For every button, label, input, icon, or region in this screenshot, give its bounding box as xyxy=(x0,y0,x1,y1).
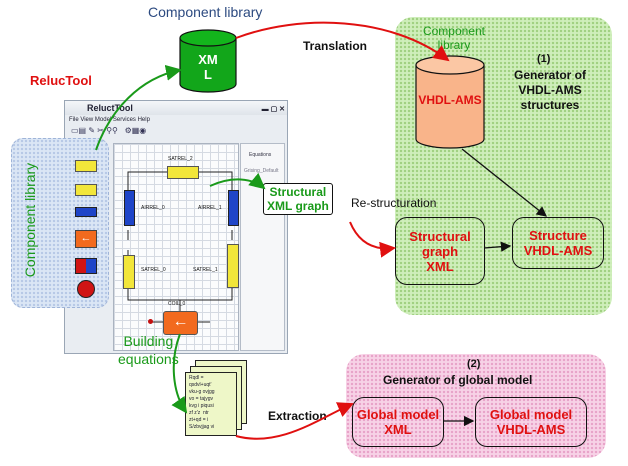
structure-vhdl-ams-box: Structure VHDL-AMS xyxy=(512,217,604,269)
satrel-1-component[interactable] xyxy=(227,244,239,288)
structural-xml-graph-label: Structural XML graph xyxy=(263,183,333,215)
reluctool-label: RelucTool xyxy=(30,73,92,88)
xml-cylinder-label-line2: L xyxy=(204,67,212,82)
generator-vhdl-line3: structures xyxy=(520,98,580,112)
component-library-green-label: Component library xyxy=(418,24,490,52)
translation-label: Translation xyxy=(303,39,368,53)
generator-global-label: Generator of global model xyxy=(383,373,533,387)
airrel-1-component[interactable] xyxy=(228,190,239,226)
airrel-0-component[interactable] xyxy=(124,190,135,226)
pane-header: Equations xyxy=(249,152,272,158)
xml-cylinder-label: XM L xyxy=(178,52,238,82)
satrel-0-label: SATREL_0 xyxy=(141,267,166,273)
global-model-vhdl-ams-line1: Global model xyxy=(489,407,573,422)
vhdl-ams-cylinder-label: VHDL-AMS xyxy=(418,93,482,107)
xml-cylinder-icon xyxy=(179,29,237,93)
extraction-label: Extraction xyxy=(268,409,327,423)
global-model-vhdl-ams-box: Global model VHDL-AMS xyxy=(475,397,587,447)
component-library-green-line2: library xyxy=(437,38,471,52)
window-controls[interactable]: ▬ ▢ ✕ xyxy=(261,106,285,113)
component-library-green-line1: Component xyxy=(422,24,486,38)
generator-vhdl-line1: Generator of xyxy=(513,68,586,82)
structure-vhdl-ams-line1: Structure xyxy=(529,228,587,243)
generator-global-region xyxy=(346,354,606,458)
building-equations-label: Building equations xyxy=(118,332,179,368)
satrel-1-label: SATREL_1 xyxy=(193,267,218,273)
global-model-xml-box: Global model XML xyxy=(352,397,444,447)
global-model-xml-line1: Global model xyxy=(356,407,440,422)
palette-satrel[interactable] xyxy=(75,160,97,172)
pane-item[interactable]: Grising_Default xyxy=(244,168,279,174)
satrel-0-component[interactable] xyxy=(123,255,135,289)
airrel-0-label: AIRREL_0 xyxy=(141,205,165,211)
global-model-vhdl-ams-line2: VHDL-AMS xyxy=(496,422,566,437)
generator-vhdl-num: (1) xyxy=(537,53,551,65)
airrel-1-label: AIRREL_1 xyxy=(198,205,222,211)
equations-pane: Equations Grising_Default xyxy=(240,143,285,351)
palette-satrel-small[interactable] xyxy=(75,184,97,196)
xml-cylinder-label-line1: XM xyxy=(198,52,218,67)
palette-coil[interactable]: ← xyxy=(75,230,97,248)
structural-graph-xml-line1: Structural xyxy=(409,228,471,244)
component-library-top-label: Component library xyxy=(148,4,263,20)
component-library-vertical-label: Component library xyxy=(22,162,38,278)
structural-xml-graph-line2: XML graph xyxy=(267,199,329,213)
structural-graph-xml-line2: graph xyxy=(421,243,459,259)
building-equations-line1: Building xyxy=(123,333,174,349)
palette-source[interactable] xyxy=(77,280,95,298)
satrel-2-label: SATREL_2 xyxy=(168,156,193,162)
structure-vhdl-ams-line2: VHDL-AMS xyxy=(523,243,593,258)
structural-graph-xml-box: Structural graph XML xyxy=(395,217,485,285)
equation-doc-front: Rqdl = qsdvl+uqt' vku-g ovjgg vo = tajyg… xyxy=(185,372,237,436)
generator-vhdl-line2: VHDL-AMS xyxy=(518,83,582,97)
structural-xml-graph-line1: Structural xyxy=(269,185,327,199)
coil-0-label: COIL_0 xyxy=(168,301,186,307)
re-structuration-label: Re-structuration xyxy=(351,196,437,210)
coil-0-component[interactable]: ← xyxy=(163,311,198,335)
generator-global-num: (2) xyxy=(467,358,481,370)
global-model-xml-line2: XML xyxy=(384,422,412,437)
satrel-2-component[interactable] xyxy=(167,166,199,179)
structural-graph-xml-line3: XML xyxy=(426,258,454,274)
coil-terminal-dot xyxy=(148,319,153,324)
palette-magnet[interactable] xyxy=(75,258,97,274)
generator-vhdl-label: Generator of VHDL-AMS structures xyxy=(500,68,600,113)
building-equations-line2: equations xyxy=(118,351,179,367)
palette-airrel[interactable] xyxy=(75,207,97,217)
equation-doc-text: Rqdl = qsdvl+uqt' vku-g ovjgg vo = tajyg… xyxy=(189,375,215,430)
